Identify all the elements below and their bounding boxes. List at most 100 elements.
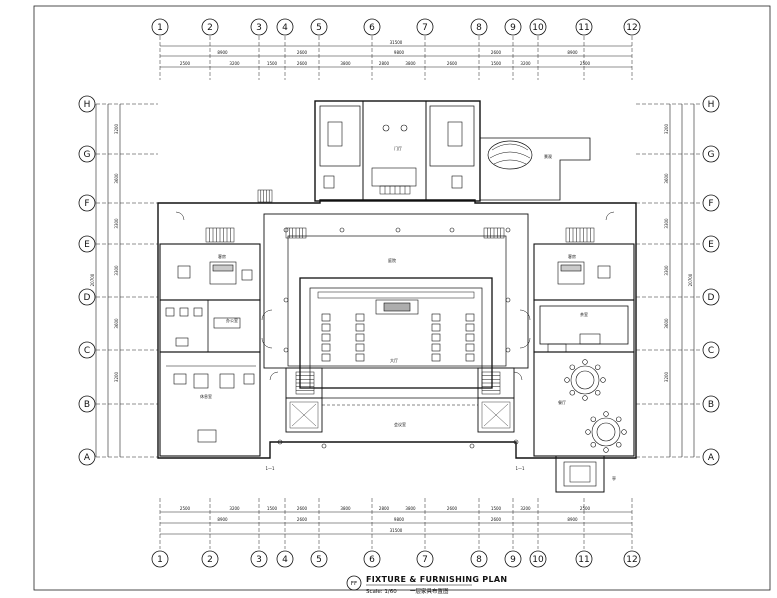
dim-bottom-sub-0: 2500 bbox=[180, 506, 191, 511]
stair-left-top bbox=[257, 189, 273, 203]
dim-right-seg-3: 3300 bbox=[664, 265, 669, 276]
section-mark-left: 1—1 bbox=[265, 466, 275, 471]
dim-top-sub-10: 2500 bbox=[580, 61, 591, 66]
row-bubble-right-D bbox=[702, 288, 720, 306]
column-label-top-7: 7 bbox=[422, 23, 428, 33]
row-label-right-G: G bbox=[708, 150, 715, 160]
column-marker bbox=[277, 439, 283, 445]
column-label-top-12: 12 bbox=[626, 23, 637, 33]
label-dining: 餐厅 bbox=[558, 399, 566, 405]
hall-chair bbox=[355, 343, 365, 352]
hall-chair bbox=[321, 333, 331, 342]
column-label-bottom-6: 6 bbox=[369, 555, 375, 565]
dim-top-sub-5: 2800 bbox=[379, 61, 390, 66]
hall-chair bbox=[465, 333, 475, 342]
dim-right-seg-1: 3600 bbox=[664, 173, 669, 184]
column-bubble-top-12 bbox=[623, 18, 641, 36]
dim-bottom-total: 31500 bbox=[390, 528, 403, 533]
column-label-top-4: 4 bbox=[282, 23, 288, 33]
dining-chair bbox=[600, 377, 606, 383]
dining-chair bbox=[585, 429, 591, 435]
row-bubble-left-E bbox=[78, 235, 96, 253]
row-label-left-G: G bbox=[84, 150, 91, 160]
dim-top-sub-8: 1500 bbox=[491, 61, 502, 66]
hall-chair bbox=[355, 313, 365, 322]
row-bubble-right-F bbox=[702, 194, 720, 212]
dim-right-total: 20700 bbox=[688, 273, 693, 286]
hall-chair bbox=[465, 343, 475, 352]
dim-bottom-sub-4: 3800 bbox=[340, 506, 351, 511]
label-pavilion: 亭 bbox=[612, 475, 616, 481]
dim-bottom-seg-0: 8900 bbox=[217, 517, 228, 522]
hall-chair bbox=[465, 323, 475, 332]
row-bubble-left-D bbox=[78, 288, 96, 306]
column-bubble-bottom-1 bbox=[151, 550, 169, 568]
row-label-right-C: C bbox=[708, 346, 714, 356]
dim-bottom-seg-2: 9800 bbox=[394, 517, 405, 522]
dim-bottom-sub-3: 2600 bbox=[297, 506, 308, 511]
column-bubble-top-8 bbox=[470, 18, 488, 36]
column-label-top-9: 9 bbox=[510, 23, 516, 33]
dim-top-seg-4: 8900 bbox=[567, 50, 578, 55]
column-bubble-top-10 bbox=[529, 18, 547, 36]
hall-chair bbox=[321, 323, 331, 332]
column-bubble-bottom-10 bbox=[529, 550, 547, 568]
column-label-bottom-11: 11 bbox=[578, 555, 589, 565]
dining-chair bbox=[582, 395, 588, 401]
row-label-right-A: A bbox=[708, 453, 715, 463]
label-office-left: 办公室 bbox=[226, 317, 238, 323]
doors bbox=[175, 211, 615, 381]
stair-lobby bbox=[379, 185, 411, 195]
row-label-left-B: B bbox=[84, 400, 90, 410]
dim-top-sub-7: 2600 bbox=[447, 61, 458, 66]
dim-right-seg-4: 3600 bbox=[664, 318, 669, 329]
dim-top-sub-6: 3800 bbox=[405, 61, 416, 66]
structural-columns bbox=[277, 227, 519, 449]
dining-chair bbox=[595, 390, 601, 396]
row-bubble-left-B bbox=[78, 395, 96, 413]
column-label-top-1: 1 bbox=[157, 23, 163, 33]
label-tea-room: 茶室 bbox=[580, 311, 588, 317]
row-bubble-right-C bbox=[702, 341, 720, 359]
building-walls bbox=[157, 100, 637, 493]
row-bubble-right-H bbox=[702, 95, 720, 113]
dim-bottom-sub-7: 2600 bbox=[447, 506, 458, 511]
column-marker bbox=[449, 227, 455, 233]
hall-chair bbox=[321, 353, 331, 362]
column-marker bbox=[469, 443, 475, 449]
column-marker bbox=[513, 439, 519, 445]
row-bubble-left-F bbox=[78, 194, 96, 212]
column-label-bottom-5: 5 bbox=[316, 555, 322, 565]
column-bubble-top-2 bbox=[201, 18, 219, 36]
dining-chair bbox=[616, 416, 622, 422]
column-bubble-top-9 bbox=[504, 18, 522, 36]
row-bubble-right-A bbox=[702, 448, 720, 466]
column-label-top-8: 8 bbox=[476, 23, 482, 33]
column-bubble-bottom-2 bbox=[201, 550, 219, 568]
column-label-bottom-7: 7 bbox=[422, 555, 428, 565]
dim-bottom-sub-9: 3200 bbox=[520, 506, 531, 511]
column-label-top-5: 5 bbox=[316, 23, 322, 33]
dim-left-seg-4: 3600 bbox=[114, 318, 119, 329]
row-label-left-C: C bbox=[84, 346, 90, 356]
column-bubble-top-7 bbox=[416, 18, 434, 36]
label-landscape: 景观 bbox=[544, 153, 552, 159]
column-bubble-bottom-8 bbox=[470, 550, 488, 568]
dim-bottom-sub-10: 2500 bbox=[580, 506, 591, 511]
column-bubble-bottom-9 bbox=[504, 550, 522, 568]
stair-entrance-left bbox=[295, 371, 315, 395]
label-guest-left: 客房 bbox=[218, 253, 226, 259]
sheet-border bbox=[33, 5, 771, 591]
row-bubble-right-B bbox=[702, 395, 720, 413]
drawing-title: FIXTURE & FURNISHING PLAN bbox=[366, 575, 507, 584]
hall-chair bbox=[355, 353, 365, 362]
column-bubble-top-4 bbox=[276, 18, 294, 36]
column-bubble-top-3 bbox=[250, 18, 268, 36]
dim-top-seg-1: 2600 bbox=[297, 50, 308, 55]
row-label-left-H: H bbox=[84, 100, 91, 110]
label-lounge-left: 休息室 bbox=[200, 393, 212, 399]
label-guest-right: 客房 bbox=[568, 253, 576, 259]
